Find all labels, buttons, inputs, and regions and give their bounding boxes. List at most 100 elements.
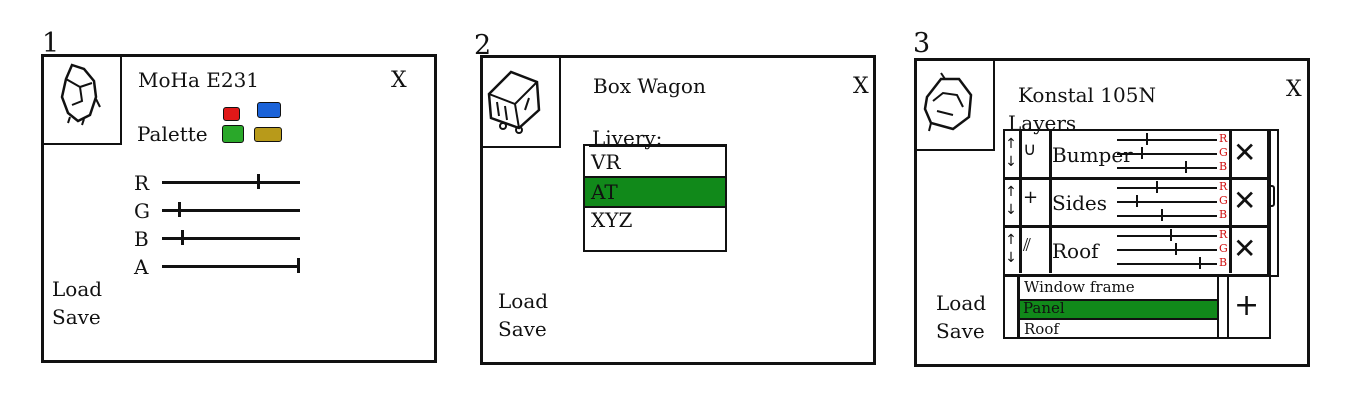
vehicle-thumbnail xyxy=(917,61,995,151)
save-button[interactable]: Save xyxy=(52,305,101,329)
slider-handle-g[interactable] xyxy=(178,202,181,217)
close-button[interactable]: X xyxy=(391,68,407,93)
slider-track-b[interactable] xyxy=(162,237,300,240)
panel-number-2: 2 xyxy=(474,30,492,61)
palette-swatch-olive[interactable] xyxy=(254,127,282,142)
slider-track-g[interactable] xyxy=(162,209,300,212)
save-button[interactable]: Save xyxy=(498,317,547,341)
parts-list xyxy=(1003,275,1271,339)
layer-column-divider xyxy=(1049,131,1052,177)
layer-slider-track[interactable] xyxy=(1117,215,1217,217)
load-button[interactable]: Load xyxy=(936,291,987,315)
slider-handle-a[interactable] xyxy=(297,258,300,273)
delete-layer-icon-roof[interactable]: ✕ xyxy=(1233,232,1257,265)
slider-label-a: A xyxy=(134,255,149,279)
livery-option-at[interactable]: AT xyxy=(585,176,725,208)
slider-handle-r[interactable] xyxy=(257,174,260,189)
livery-option-vr[interactable]: VR xyxy=(591,150,621,174)
vehicle-title: MoHa E231 xyxy=(138,68,260,92)
layer-column-divider xyxy=(1229,179,1232,225)
layer-slider-handle[interactable] xyxy=(1170,229,1172,241)
layer-channel-letter: R xyxy=(1219,132,1228,145)
part-panel[interactable]: Panel xyxy=(1020,299,1219,320)
add-part-icon[interactable]: + xyxy=(1234,288,1260,323)
vehicle-title: Konstal 105N xyxy=(1018,83,1156,107)
delete-layer-icon-sides[interactable]: ✕ xyxy=(1233,184,1257,217)
layer-channel-letter: R xyxy=(1219,228,1228,241)
livery-list: VR AT XYZ xyxy=(583,144,727,252)
layer-slider-handle[interactable] xyxy=(1161,209,1163,221)
vehicle-thumbnail xyxy=(483,58,561,148)
layer-column-divider xyxy=(1019,227,1022,273)
layer-type-icon-bumper: ∪ xyxy=(1023,139,1037,160)
layer-slider-track[interactable] xyxy=(1117,263,1217,265)
move-layer-icon-roof[interactable]: ↑↓ xyxy=(1005,232,1017,266)
part-roof[interactable]: Roof xyxy=(1024,320,1059,338)
slider-track-a[interactable] xyxy=(162,265,300,268)
move-layer-icon-sides[interactable]: ↑↓ xyxy=(1005,184,1017,218)
layer-channel-letter: B xyxy=(1219,208,1228,221)
panel-number-1: 1 xyxy=(42,28,60,59)
layer-slider-handle[interactable] xyxy=(1175,243,1177,255)
delete-layer-icon-bumper[interactable]: ✕ xyxy=(1233,136,1257,169)
layer-slider-handle[interactable] xyxy=(1146,133,1148,145)
layer-slider-track[interactable] xyxy=(1117,187,1217,189)
layer-slider-handle[interactable] xyxy=(1185,161,1187,173)
slider-handle-b[interactable] xyxy=(181,230,184,245)
vehicle-thumbnail xyxy=(44,57,122,145)
layer-channel-letter: B xyxy=(1219,256,1228,269)
palette-swatch-blue[interactable] xyxy=(257,102,281,118)
editor-panel-box-wagon: Box Wagon X Livery: VR AT XYZ Load Save xyxy=(480,55,876,365)
layer-column-divider xyxy=(1019,131,1022,177)
part-window-frame[interactable]: Window frame xyxy=(1024,278,1135,296)
layer-slider-track[interactable] xyxy=(1117,139,1217,141)
layer-name-roof: Roof xyxy=(1052,239,1099,263)
layer-name-bumper: Bumper xyxy=(1052,143,1133,167)
layer-slider-handle[interactable] xyxy=(1141,147,1143,159)
layer-channel-letter: G xyxy=(1219,146,1228,159)
layer-column-divider xyxy=(1229,227,1232,273)
layer-type-icon-roof: ⫽ xyxy=(1023,235,1032,256)
livery-option-xyz[interactable]: XYZ xyxy=(591,208,633,232)
layer-divider xyxy=(1003,177,1271,180)
panel-number-3: 3 xyxy=(913,28,931,59)
layer-column-divider xyxy=(1049,227,1052,273)
layer-slider-handle[interactable] xyxy=(1136,195,1138,207)
layer-slider-track[interactable] xyxy=(1117,167,1217,169)
palette-label: Palette xyxy=(137,122,208,146)
close-button[interactable]: X xyxy=(853,74,869,99)
layer-channel-letter: B xyxy=(1219,160,1228,173)
load-button[interactable]: Load xyxy=(498,289,549,313)
tram-icon xyxy=(923,72,973,132)
save-button[interactable]: Save xyxy=(936,319,985,343)
layer-column-divider xyxy=(1229,131,1232,177)
layers-scrollbar-thumb[interactable] xyxy=(1267,185,1275,207)
palette-swatch-green[interactable] xyxy=(222,125,244,143)
layer-channel-letter: G xyxy=(1219,242,1228,255)
slider-label-b: B xyxy=(134,227,149,251)
train-front-icon xyxy=(60,63,101,126)
vehicle-title: Box Wagon xyxy=(593,74,706,98)
layer-slider-track[interactable] xyxy=(1117,249,1217,251)
close-button[interactable]: X xyxy=(1286,77,1302,102)
layer-slider-handle[interactable] xyxy=(1156,181,1158,193)
load-button[interactable]: Load xyxy=(52,277,103,301)
layer-divider xyxy=(1003,225,1271,228)
slider-track-r[interactable] xyxy=(162,181,300,184)
layer-channel-letter: R xyxy=(1219,180,1228,193)
layer-channel-letter: G xyxy=(1219,194,1228,207)
palette-swatch-red[interactable] xyxy=(223,107,240,121)
slider-label-g: G xyxy=(134,199,150,223)
layer-slider-track[interactable] xyxy=(1117,201,1217,203)
layer-slider-handle[interactable] xyxy=(1199,257,1201,269)
parts-divider xyxy=(1017,275,1020,339)
layer-type-icon-sides: + xyxy=(1023,187,1039,208)
layer-slider-track[interactable] xyxy=(1117,153,1217,155)
layer-slider-track[interactable] xyxy=(1117,235,1217,237)
move-layer-icon-bumper[interactable]: ↑↓ xyxy=(1005,136,1017,170)
parts-scrollbar[interactable] xyxy=(1217,275,1229,339)
layer-column-divider xyxy=(1049,179,1052,225)
slider-label-r: R xyxy=(134,171,150,195)
